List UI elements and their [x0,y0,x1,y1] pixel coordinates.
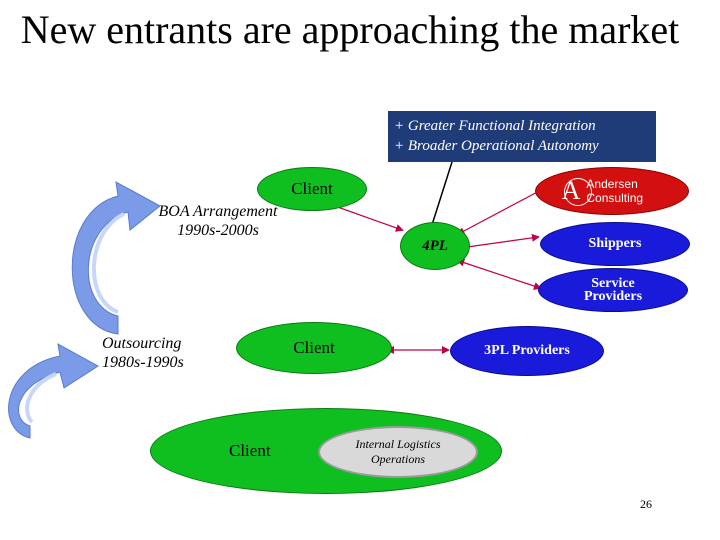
boa-label-text: BOA Arrangement 1990s-2000s [158,203,278,239]
callout-line-2: + Broader Operational Autonomy [394,138,599,154]
outsourcing-label-text: Outsourcing 1980s-1990s [102,335,184,371]
callout-pointer-line [430,161,453,229]
service-providers-label: Service Providers [583,276,643,304]
client-bottom-label: Client [229,441,271,460]
arrow-4pl-service [456,258,542,290]
outsourcing-label: Outsourcing 1980s-1990s [102,334,214,372]
andersen-logo-icon: A [562,176,592,206]
andersen-label: Andersen Consulting [586,177,644,205]
shippers-node: Shippers [540,222,690,266]
shippers-label: Shippers [588,236,642,251]
client-top-label: Client [291,179,333,198]
arrow-client-4pl [326,201,404,232]
slide-title: New entrants are approaching the market [20,7,680,52]
fourpl-label: 4PL [422,237,448,254]
threepl-label: 3PL Providers [484,343,570,358]
client-mid-label: Client [293,338,335,357]
page-number: 26 [640,497,652,511]
curved-arrow-upper-icon [71,181,161,335]
arrow-4pl-andersen [456,187,547,235]
service-providers-node: Service Providers [538,268,688,312]
curved-arrow-lower-icon [8,343,99,439]
arrow-4pl-shippers [461,233,540,251]
fourpl-node: 4PL [400,222,470,270]
boa-label: BOA Arrangement 1990s-2000s [158,202,278,240]
threepl-providers-node: 3PL Providers [450,326,604,376]
callout-line-1: + Greater Functional Integration [394,118,596,134]
internal-logistics-node: Internal Logistics Operations [318,426,478,478]
internal-logistics-label: Internal Logistics Operations [355,437,441,466]
integration-callout: + Greater Functional Integration + Broad… [388,111,656,162]
client-top-node: Client [257,167,367,211]
andersen-consulting-node: A Andersen Consulting [535,167,689,215]
client-mid-node: Client [236,322,392,374]
